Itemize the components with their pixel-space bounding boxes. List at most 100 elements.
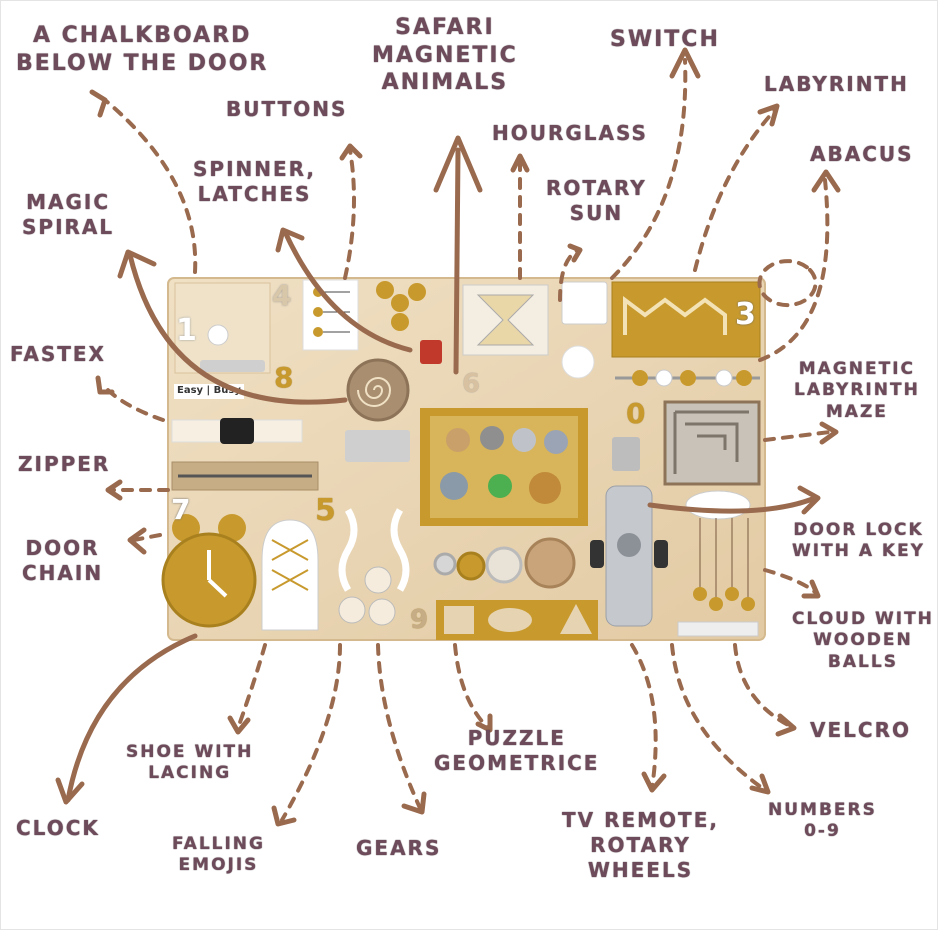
velcro[interactable] [677,621,759,637]
label-numbers: NUMBERS 0-9 [768,800,877,842]
label-chalkboard: A CHALKBOARD BELOW THE DOOR [16,23,269,76]
arrow-puzzle [453,643,490,730]
door-knob[interactable] [207,324,229,346]
arrow-gears [376,643,422,810]
digit-1[interactable]: 1 [176,313,199,348]
arrow-maze [763,430,832,442]
label-tv-remote: TV REMOTE, ROTARY WHEELS [562,808,719,882]
arrowhead-hourglass [510,153,530,173]
fidget-spinner[interactable] [376,281,426,331]
label-rotary-sun: ROTARY SUN [546,176,647,225]
abacus[interactable] [615,369,760,387]
arrow-emojis [280,643,342,822]
arrowhead-buttons [339,143,363,161]
fastex-buckle[interactable] [220,418,254,444]
arrowhead-cloud [801,579,821,599]
label-magnetic-maze: MAGNETIC LABYRINTH MAZE [794,359,920,422]
arrowhead-shoe [227,715,251,735]
label-falling-emojis: FALLING EMOJIS [172,834,265,876]
arrow-numbers [670,643,767,792]
arrowhead-abacus [811,169,841,193]
label-shoe: SHOE WITH LACING [126,742,254,784]
label-clock: CLOCK [16,816,100,840]
digit-6[interactable]: 6 [462,369,483,399]
digit-0[interactable]: 0 [626,397,648,430]
label-puzzle: PUZZLE GEOMETRICE [434,726,600,775]
arrowhead-door-lock [797,485,821,515]
label-fastex: FASTEX [10,342,106,366]
magic-spiral[interactable] [346,358,410,422]
arrow-abacus [758,178,830,362]
arrow-cloud [763,568,817,594]
label-safari: SAFARI MAGNETIC ANIMALS [372,15,518,95]
arrow-buttons [343,148,356,280]
label-zipper: ZIPPER [18,452,111,476]
rotary-wheel-right[interactable] [654,540,668,568]
label-labyrinth: LABYRINTH [764,72,909,96]
arrow-magic-spiral [127,252,348,405]
arrow-switch [610,58,688,280]
arrow-spinner [282,229,413,353]
arrowhead-zipper [105,479,123,501]
puzzle-oval[interactable] [488,608,532,632]
gears[interactable] [433,537,576,589]
digit-8[interactable]: 8 [274,361,296,394]
label-spinner: SPINNER, LATCHES [193,157,317,206]
arrow-velcro [733,643,792,728]
arrowhead-puzzle [475,713,493,733]
arrow-labyrinth [693,108,777,272]
arrow-clock [65,633,198,803]
abacus-circle [757,259,818,308]
red-latch[interactable] [420,340,442,364]
arrowhead-rotary-sun [567,243,583,263]
digit-3[interactable]: 3 [735,297,758,332]
arrowhead-spinner [275,227,305,253]
arrowhead-fastex [95,375,115,395]
arrowhead-switch [669,47,701,79]
hourglass[interactable] [462,284,549,356]
digit-4[interactable]: 4 [272,279,294,312]
digit-9[interactable]: 9 [410,605,431,635]
arrow-safari [453,147,461,375]
arrow-door-chain [132,533,162,542]
label-switch: SWITCH [610,27,720,52]
digit-7[interactable]: 7 [171,493,193,526]
arrowhead-labyrinth [757,103,780,127]
label-abacus: ABACUS [810,142,914,166]
arrow-tv-remote [630,643,658,790]
arrowhead-door-chain [127,527,147,555]
label-buttons: BUTTONS [226,97,348,121]
puzzle-triangle[interactable] [560,604,592,634]
magnetic-maze[interactable] [663,400,761,486]
falling-emojis[interactable] [338,508,410,626]
arrowhead-numbers [749,773,771,795]
rotary-wheel-left[interactable] [590,540,604,568]
door-lock[interactable] [612,437,640,471]
label-cloud-balls: CLOUD WITH WOODEN BALLS [792,609,934,672]
arrowhead-velcro [775,713,797,737]
puzzle-square[interactable] [444,606,474,634]
arrowhead-tv-remote [641,771,667,793]
rotary-sun[interactable] [561,345,595,379]
label-door-chain: DOOR CHAIN [22,536,104,585]
label-velcro: VELCRO [810,718,911,742]
arrowhead-magic-spiral [117,249,157,279]
arrowhead-maze [819,421,839,445]
arrowhead-safari [433,135,483,193]
label-gears: GEARS [356,836,442,860]
lacing-shoe[interactable] [261,519,319,631]
alarm-clock[interactable] [161,514,257,628]
arrow-door-lock [647,495,818,514]
arrowhead-clock [55,777,85,805]
arrowhead-gears [401,791,427,815]
light-switch[interactable] [561,281,608,325]
digit-5[interactable]: 5 [315,493,338,528]
arrow-rotary-sun [558,248,580,302]
slide-latch[interactable] [200,360,265,372]
door-chain[interactable] [345,430,410,462]
labyrinth-panel [611,281,761,358]
arrow-shoe [236,643,267,730]
arrow-chalkboard [103,98,198,274]
